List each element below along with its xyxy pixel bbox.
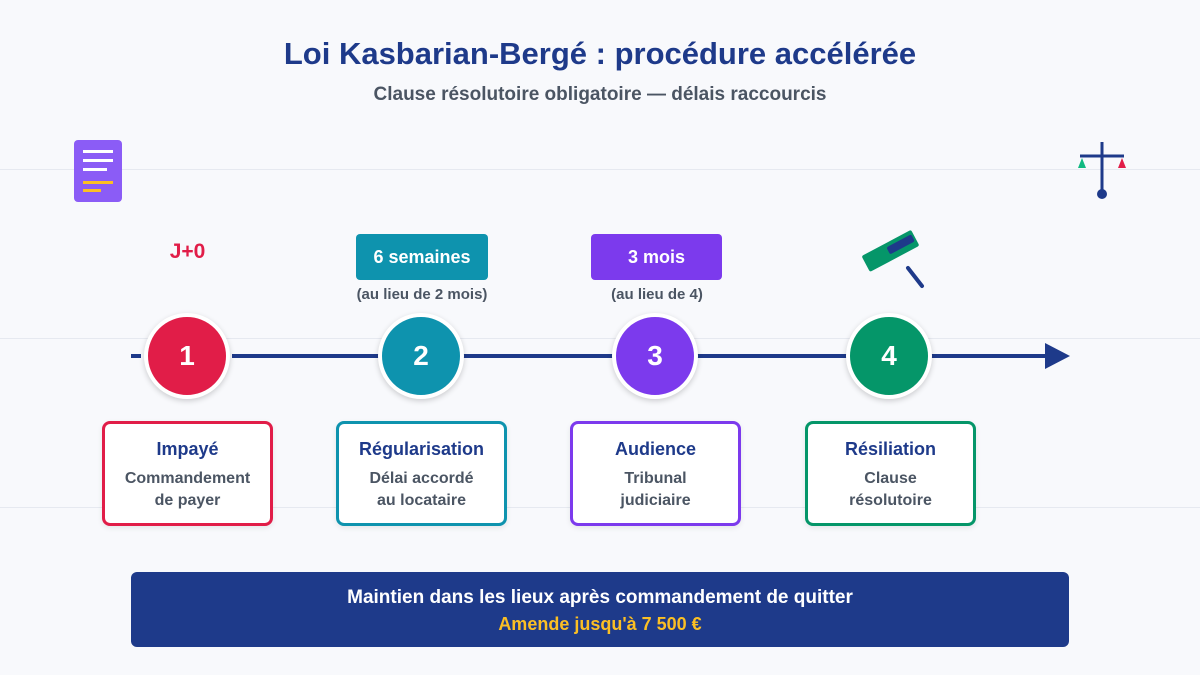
step-3-duration-note: (au lieu de 4) (611, 286, 703, 303)
step-1-circle: 1 (144, 313, 230, 399)
step-1-description: Commandement de payer (105, 468, 270, 512)
step-3-description-line-2: judiciaire (620, 492, 691, 509)
step-2-description-line-1: Délai accordé (369, 470, 474, 487)
page-title: Loi Kasbarian-Bergé : procédure accéléré… (283, 36, 917, 71)
step-1-description-line-1: Commandement (124, 470, 251, 487)
step-2-duration-note: (au lieu de 2 mois) (356, 286, 488, 303)
step-3-title: Audience (614, 439, 697, 459)
step-2-description: Délai accordé au locataire (339, 468, 504, 512)
step-3-description-line-1: Tribunal (624, 470, 687, 487)
step-3-duration-badge: 3 mois (591, 234, 722, 280)
banner-fine-text: Amende jusqu'à 7 500 € (498, 614, 702, 634)
step-3-description: Tribunal judiciaire (573, 468, 738, 512)
step-4-description-line-1: Clause (864, 470, 917, 487)
step-4-description-line-2: résolutoire (849, 492, 932, 509)
scales-of-justice-icon (1078, 142, 1126, 199)
step-2-title: Régularisation (358, 439, 485, 459)
step-2-duration-badge: 6 semaines (356, 234, 488, 280)
background-guide-line (0, 169, 1200, 170)
step-4-card: Résiliation Clause résolutoire (805, 421, 976, 526)
step-1-description-line-2: de payer (154, 492, 221, 509)
step-2-circle: 2 (378, 313, 464, 399)
step-2-card: Régularisation Délai accordé au locatair… (336, 421, 507, 526)
banner-main-text: Maintien dans les lieux après commandeme… (347, 587, 853, 608)
step-1-card: Impayé Commandement de payer (102, 421, 273, 526)
step-3-card: Audience Tribunal judiciaire (570, 421, 741, 526)
page-subtitle: Clause résolutoire obligatoire — délais … (373, 84, 827, 105)
start-marker-label: J+0 (169, 240, 206, 263)
penalty-banner: Maintien dans les lieux après commandeme… (131, 572, 1069, 647)
document-icon (74, 140, 122, 202)
gavel-icon (862, 230, 924, 288)
step-3-circle: 3 (612, 313, 698, 399)
timeline-arrow-head (1045, 343, 1070, 369)
step-4-circle: 4 (846, 313, 932, 399)
step-1-title: Impayé (156, 439, 219, 459)
step-4-description: Clause résolutoire (808, 468, 973, 512)
background-guide-line (0, 338, 1200, 339)
step-4-title: Résiliation (844, 439, 937, 459)
step-2-description-line-2: au locataire (377, 492, 466, 509)
